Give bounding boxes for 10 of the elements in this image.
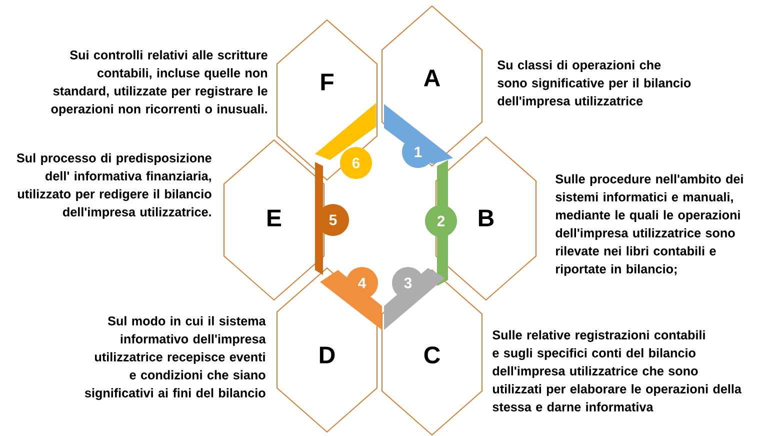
number-tab: 6 xyxy=(315,103,376,179)
number-tab: 5 xyxy=(315,162,349,275)
description-text: Sui controlli relativi alle scritture contabili, incluse quelle non standard, utilizzate per registrare le operazioni non ricorrenti o inusuali. xyxy=(51,50,268,116)
description-text: Sulle procedure nell'ambito dei sistemi informatici e manuali, mediante le quali le operazioni dell'impresa utilizzatrice sono rilevate nei libri contabili e riportate in bilancio; xyxy=(556,174,743,276)
description-text: Sulle relative registrazioni contabili e sugli specifici conti del bilancio dell'impresa utilizzatrice che sono utilizzati per elaborare le operazioni della stessa e darne informativa xyxy=(492,330,742,412)
description-text: Sul processo di predisposizione dell' informativa finanziaria, utilizzato per redigere il bilancio dell'impresa utilizzatrice. xyxy=(16,153,212,219)
description-text: Su classi di operazioni che sono significative per il bilancio dell'impresa utilizzatrice xyxy=(498,60,691,108)
description-text: Sul modo in cui il sistema informativo dell'impresa utilizzatrice recepisce eventi e condizioni che siano significativi ai fini del bilancio xyxy=(84,316,266,400)
number-tab: 1 xyxy=(384,104,453,168)
number-tab: 4 xyxy=(320,267,382,330)
